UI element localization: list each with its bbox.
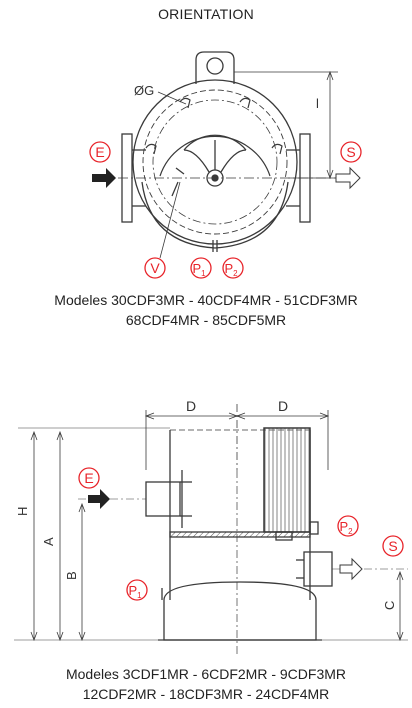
caption-top-line-1: Modeles 30CDF3MR - 40CDF4MR - 51CDF3MR bbox=[54, 292, 358, 308]
lug-hole bbox=[206, 57, 224, 75]
side-view bbox=[14, 404, 408, 656]
inlet-label: E bbox=[95, 144, 104, 160]
tank-dome bbox=[163, 581, 317, 641]
outer-housing bbox=[132, 79, 298, 245]
top-labels: E S V P1 P2 bbox=[89, 141, 362, 279]
mounting-lug bbox=[195, 51, 235, 84]
caption-bottom-line-1: Modeles 3CDF1MR - 6CDF2MR - 9CDF3MR bbox=[65, 666, 347, 682]
side-inlet-label: E bbox=[84, 470, 93, 486]
outlet-label: S bbox=[346, 144, 355, 160]
side-labels: D D H A B C E P2 S P1 bbox=[15, 398, 404, 610]
outlet-pipe bbox=[303, 551, 333, 587]
p2-label: P2 bbox=[224, 261, 238, 278]
valve-stem bbox=[171, 167, 185, 197]
separation-plate bbox=[169, 531, 311, 538]
top-view bbox=[100, 51, 340, 259]
dimension-l-label: l bbox=[316, 96, 319, 111]
height-label-b: B bbox=[64, 571, 79, 580]
valve-label: V bbox=[150, 260, 160, 276]
diameter-label: ØG bbox=[134, 83, 154, 98]
width-label-left: D bbox=[186, 398, 196, 414]
bolt-circle bbox=[152, 99, 278, 225]
side-outlet-arrow bbox=[339, 557, 363, 581]
motor bbox=[263, 427, 311, 533]
caption-bottom-line-2: 12CDF2MR - 18CDF3MR - 24CDF4MR bbox=[82, 686, 330, 702]
impeller bbox=[183, 134, 247, 187]
side-inlet-arrow bbox=[88, 489, 110, 509]
side-p2-label: P2 bbox=[339, 519, 353, 536]
diagram-title: ORIENTATION bbox=[158, 6, 254, 22]
lower-body bbox=[141, 181, 289, 249]
height-label-h: H bbox=[15, 507, 30, 516]
inner-dashed-circle bbox=[142, 89, 288, 235]
caption-top-line-2: 68CDF4MR - 85CDF5MR bbox=[125, 312, 287, 328]
height-label-a: A bbox=[41, 537, 56, 546]
p1-label: P1 bbox=[192, 261, 206, 278]
inlet-pipe bbox=[145, 481, 181, 517]
inner-chamber bbox=[159, 135, 271, 177]
inlet-arrow bbox=[92, 168, 116, 188]
bolts bbox=[145, 97, 283, 155]
side-p1-label: P1 bbox=[128, 583, 142, 600]
outlet-arrow bbox=[335, 166, 361, 190]
height-label-c: C bbox=[382, 601, 397, 610]
side-outlet-label: S bbox=[388, 538, 397, 554]
width-label-right: D bbox=[278, 398, 288, 414]
